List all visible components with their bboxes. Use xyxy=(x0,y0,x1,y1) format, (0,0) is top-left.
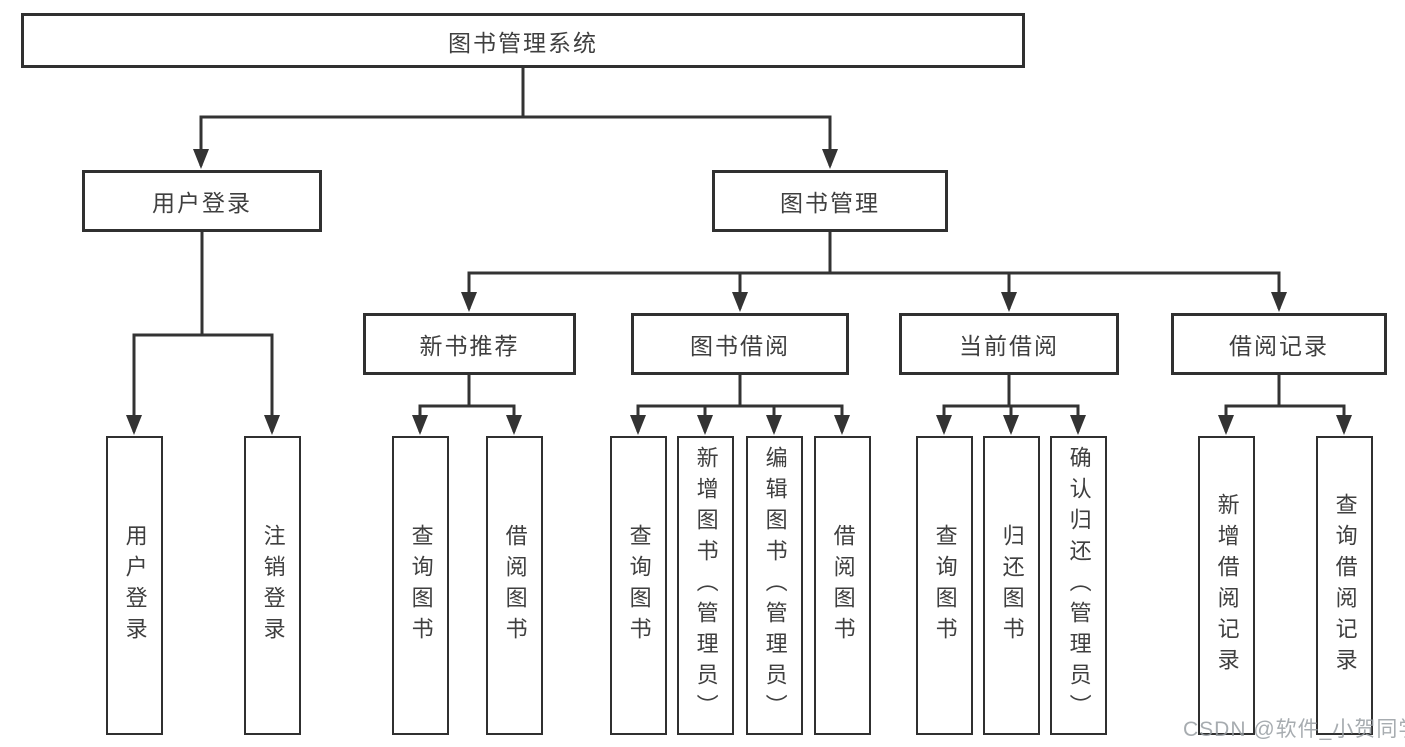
node-label: 查询图书 xyxy=(626,523,652,648)
node-query-books-borrow: 查询图书 xyxy=(610,436,667,735)
node-logout: 注销登录 xyxy=(244,436,301,735)
node-borrow-books-recommend: 借阅图书 xyxy=(486,436,543,735)
node-label: 查询图书 xyxy=(932,523,958,648)
node-query-books-current: 查询图书 xyxy=(916,436,973,735)
node-label: 查询图书 xyxy=(408,523,434,648)
node-label: 编辑图书（管理员） xyxy=(762,446,788,725)
node-label: 新增图书（管理员） xyxy=(693,446,719,725)
node-borrow-books: 借阅图书 xyxy=(814,436,871,735)
node-edit-books-admin: 编辑图书（管理员） xyxy=(746,436,803,735)
node-query-books-recommend: 查询图书 xyxy=(392,436,449,735)
node-label: 归还图书 xyxy=(999,523,1025,648)
node-label: 当前借阅 xyxy=(959,333,1059,359)
node-label: 借阅记录 xyxy=(1229,333,1329,359)
watermark: CSDN @软件_小贺同学 xyxy=(1183,718,1405,741)
node-add-borrow-record: 新增借阅记录 xyxy=(1198,436,1255,735)
node-user-login: 用户登录 xyxy=(82,170,322,232)
node-label: 图书管理 xyxy=(780,190,880,216)
node-new-book-recommendation: 新书推荐 xyxy=(363,313,576,375)
node-borrowing-records: 借阅记录 xyxy=(1171,313,1387,375)
node-label: 新书推荐 xyxy=(419,333,520,359)
node-return-books: 归还图书 xyxy=(983,436,1040,735)
node-label: 注销登录 xyxy=(260,523,286,648)
node-label: 用户登录 xyxy=(122,523,148,648)
node-add-books-admin: 新增图书（管理员） xyxy=(677,436,734,735)
node-label: 借阅图书 xyxy=(502,523,528,648)
node-query-borrow-record: 查询借阅记录 xyxy=(1316,436,1373,735)
node-confirm-return-admin: 确认归还（管理员） xyxy=(1050,436,1107,735)
node-label: 用户登录 xyxy=(152,190,252,216)
node-label: 图书借阅 xyxy=(690,333,790,359)
node-label: 确认归还（管理员） xyxy=(1066,446,1092,725)
node-label: 图书管理系统 xyxy=(448,29,598,56)
node-login: 用户登录 xyxy=(106,436,163,735)
node-book-borrowing: 图书借阅 xyxy=(631,313,849,375)
node-book-management: 图书管理 xyxy=(712,170,948,232)
node-label: 查询借阅记录 xyxy=(1332,492,1358,679)
node-label: 新增借阅记录 xyxy=(1214,492,1240,679)
node-current-borrowing: 当前借阅 xyxy=(899,313,1119,375)
node-library-management-system: 图书管理系统 xyxy=(21,13,1025,68)
node-label: 借阅图书 xyxy=(830,523,856,648)
